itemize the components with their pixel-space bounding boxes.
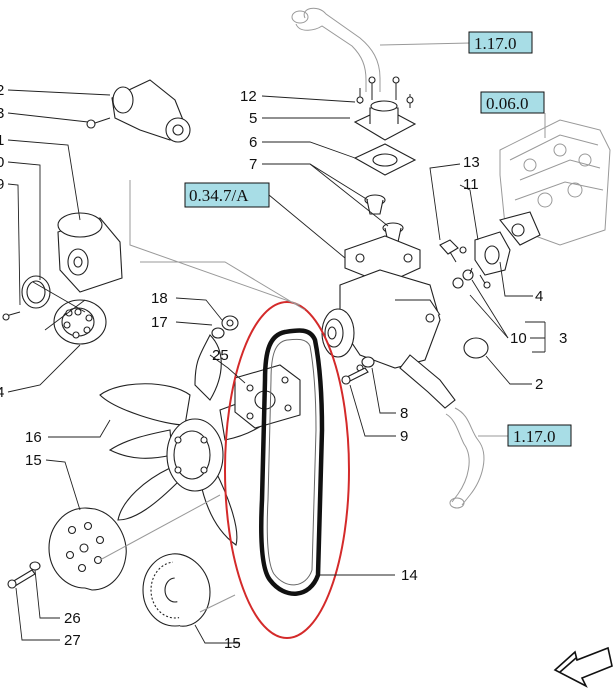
roller-bearing [53, 299, 107, 345]
fan-spacer [234, 364, 301, 429]
crank-pulley [48, 507, 127, 591]
callout-26: 26 [64, 610, 81, 627]
engine-block [499, 113, 611, 246]
callout-9-left: 9 [0, 176, 4, 193]
callout-3-left: 3 [0, 105, 4, 122]
belt-tensioner [86, 79, 191, 143]
upper-hose [291, 7, 471, 92]
callout-7: 7 [249, 156, 257, 173]
callout-16: 16 [25, 429, 42, 446]
vibration-damper [142, 553, 211, 627]
oil-filter [57, 212, 123, 293]
callout-1-left: 1 [0, 132, 4, 149]
pump-bolts [341, 356, 375, 385]
callout-12: 12 [240, 88, 257, 105]
callout-15-top: 15 [25, 452, 42, 469]
callout-8: 8 [400, 405, 408, 422]
callout-14: 14 [401, 567, 418, 584]
ref-label-lower: 1.17.0 [513, 427, 556, 446]
orientation-arrow-icon [553, 646, 613, 688]
thermostat-7 [364, 194, 404, 243]
ref-label-top: 1.17.0 [474, 34, 517, 53]
callout-6: 6 [249, 134, 257, 151]
callout-15-bottom: 15 [224, 635, 241, 652]
belt-highlight-ellipse [224, 301, 350, 639]
callout-3-right: 3 [559, 330, 567, 347]
callout-11: 11 [463, 176, 479, 193]
callout-10: 10 [510, 330, 527, 347]
callout-18: 18 [151, 290, 168, 307]
ref-box-lower[interactable]: 1.17.0 [507, 424, 572, 447]
callout-0-left: 0 [0, 154, 4, 171]
callout-27: 27 [64, 632, 81, 649]
callout-25: 25 [212, 347, 229, 364]
bolt-12-group [356, 76, 414, 108]
thermostat-housing-stack [321, 76, 456, 409]
callout-4-left: 4 [0, 384, 4, 401]
ref-box-top[interactable]: 1.17.0 [468, 31, 533, 54]
callout-numbers: 12 5 6 7 13 11 4 3 10 2 8 9 14 2 3 1 0 9… [0, 82, 567, 652]
construction-lines [99, 180, 306, 613]
callout-13: 13 [463, 154, 480, 171]
right-side-parts [439, 211, 541, 359]
ref-box-engine[interactable]: 0.06.0 [480, 91, 545, 114]
callout-5: 5 [249, 110, 257, 127]
callout-9: 9 [400, 428, 408, 445]
callout-4-right: 4 [535, 288, 543, 305]
callout-17: 17 [151, 314, 168, 331]
seal-ring [2, 275, 51, 321]
leader-lines [7, 89, 546, 644]
v-belt [259, 328, 325, 596]
nuts [211, 315, 239, 339]
lower-hose [445, 407, 510, 509]
cooling-fan [99, 334, 286, 546]
ref-label-pump: 0.34.7/A [189, 186, 249, 205]
ref-box-pump[interactable]: 0.34.7/A [184, 182, 346, 259]
ref-label-engine: 0.06.0 [486, 94, 529, 113]
callout-2-right: 2 [535, 376, 543, 393]
callout-2-left: 2 [0, 82, 4, 99]
